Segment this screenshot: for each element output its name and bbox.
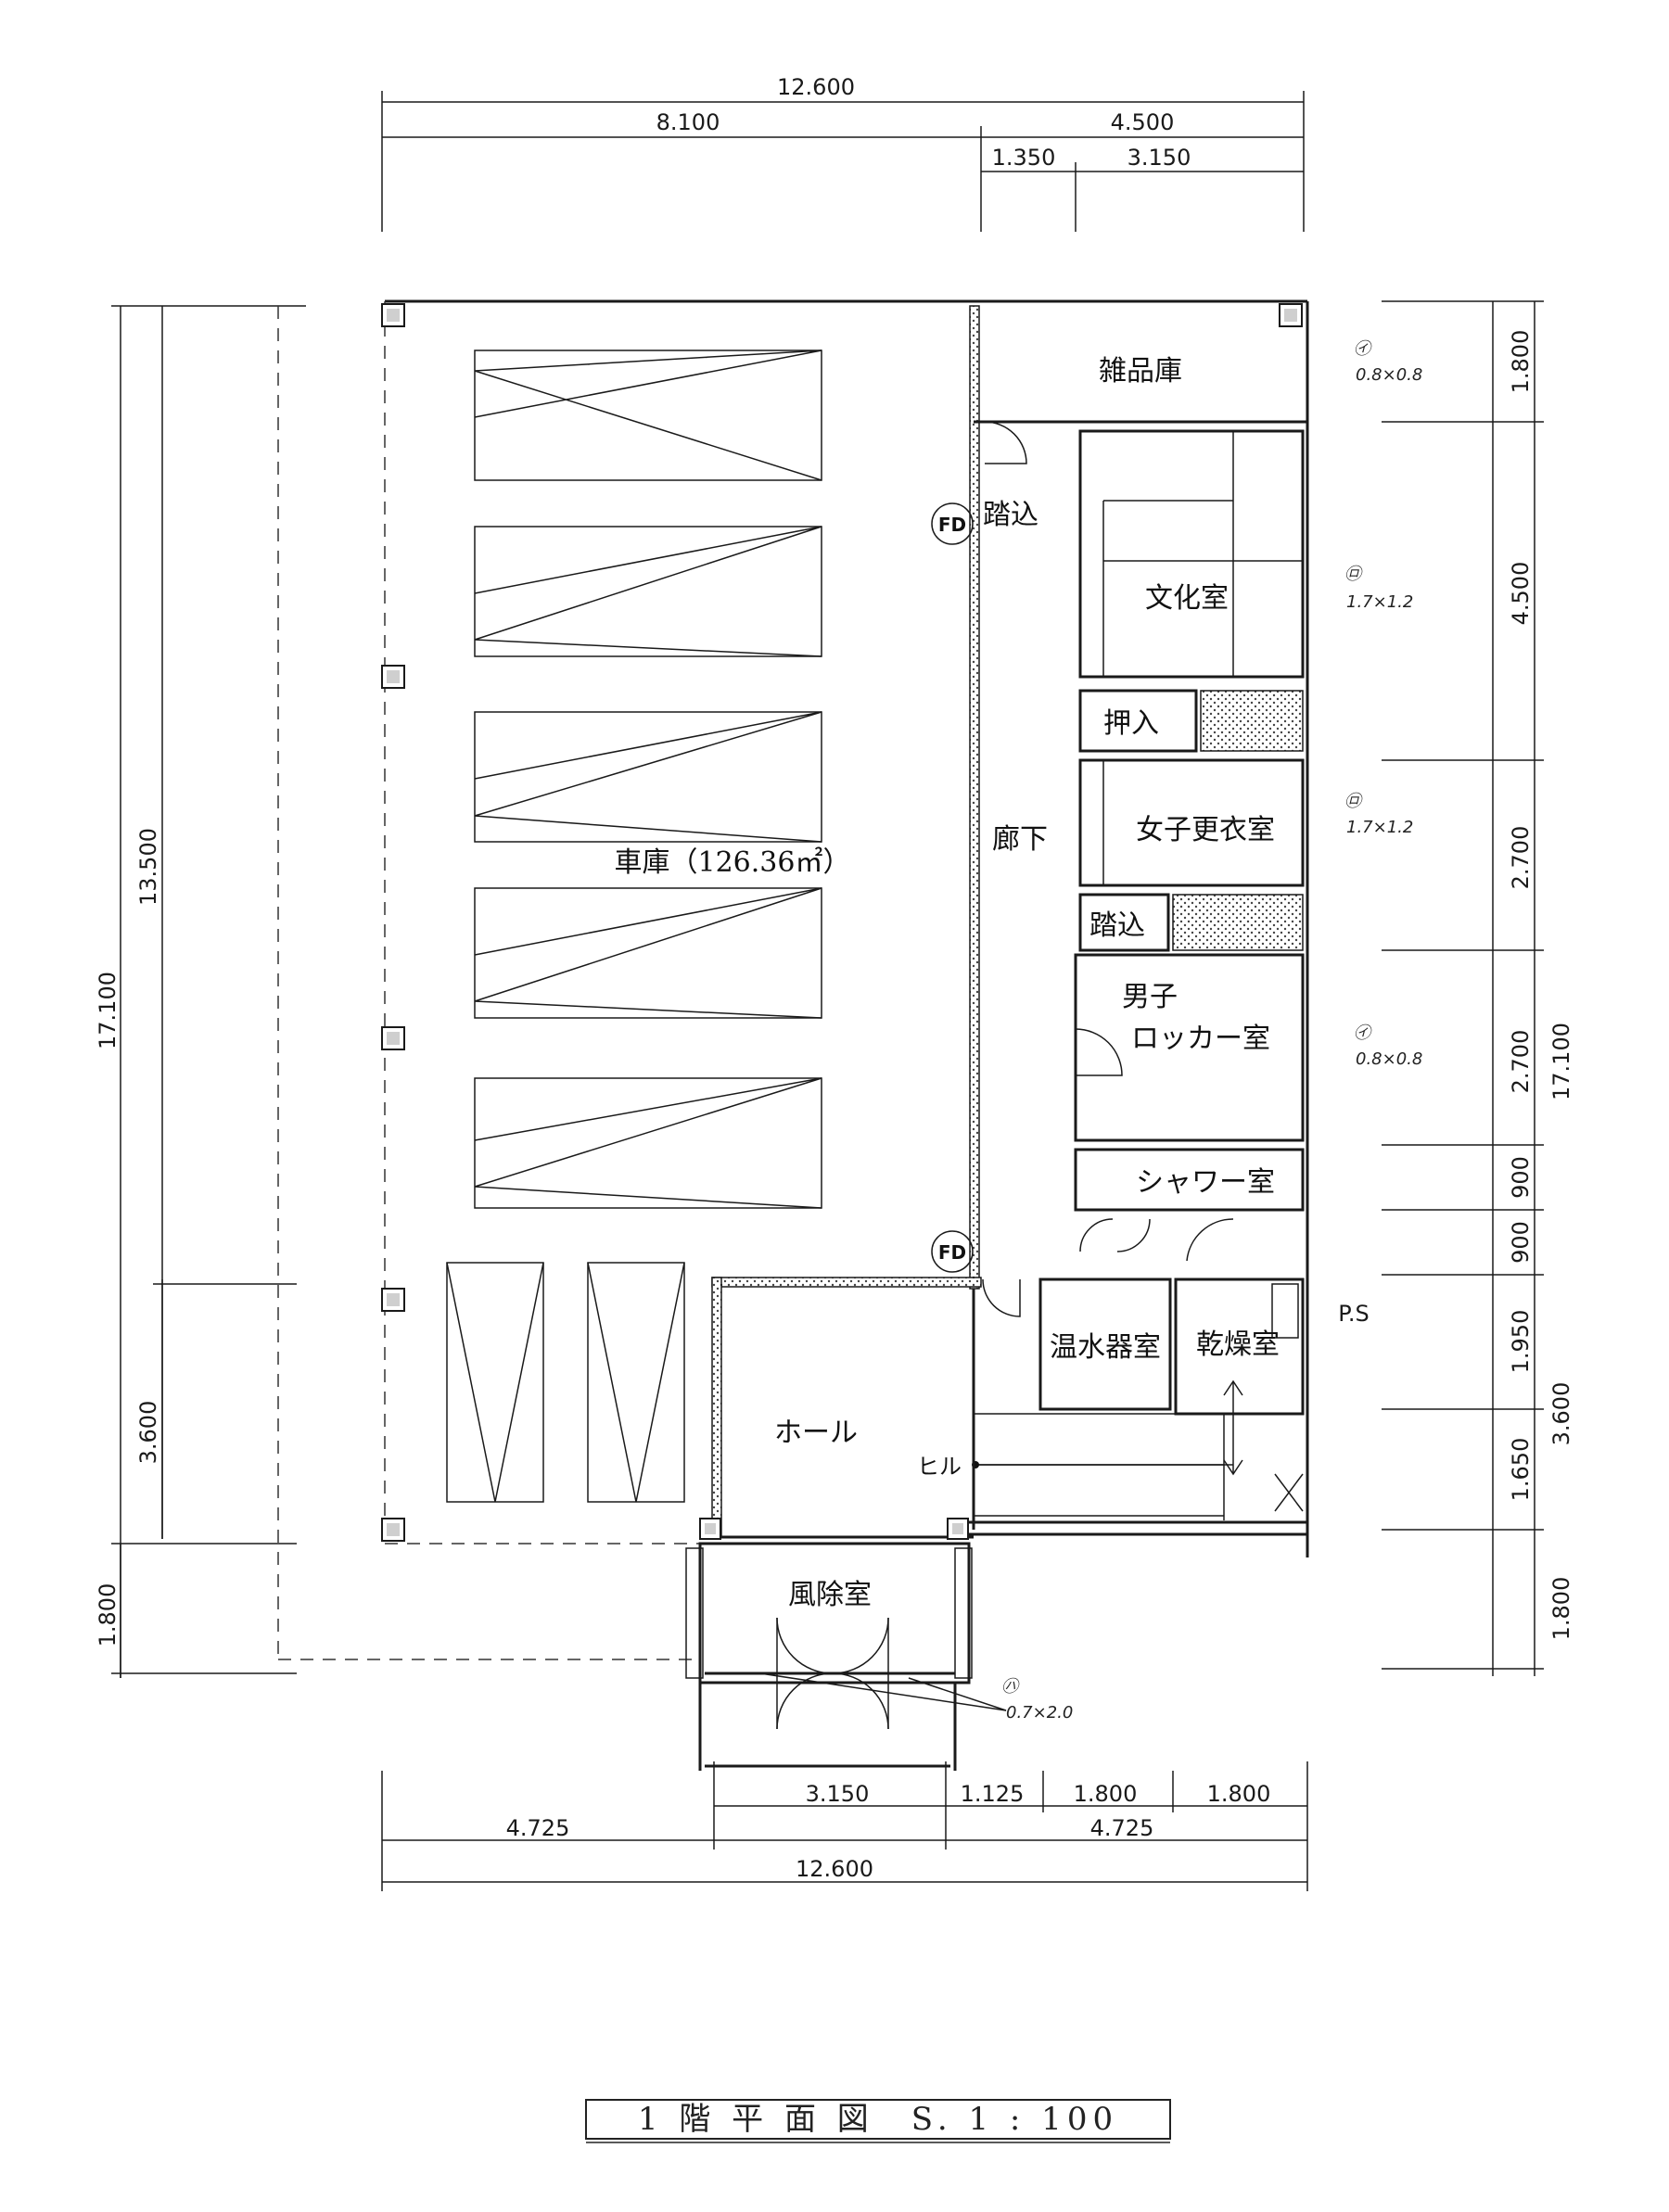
structural-column	[381, 1026, 405, 1050]
room-culture: 文化室	[1145, 582, 1229, 615]
parking-bay	[474, 350, 822, 481]
parking-bay	[474, 526, 822, 657]
structural-column	[381, 1518, 405, 1542]
room-water-heater: 温水器室	[1050, 1331, 1161, 1364]
parking-bay	[474, 887, 822, 1019]
dim-right-h: 1.650	[1508, 1438, 1534, 1502]
dim-top-left: 8.100	[656, 109, 720, 135]
parking-bay	[474, 711, 822, 843]
fire-door-label: FD	[938, 1241, 966, 1264]
room-entry-step: 踏込	[983, 499, 1038, 531]
room-mens-locker-line2: ロッカー室	[1131, 1023, 1270, 1055]
stairs: ヒル	[917, 1379, 1304, 1520]
fire-door-label: FD	[938, 514, 966, 536]
dim-left-a: 13.500	[135, 828, 161, 906]
window-notes: ㋑ 0.8×0.8 ㋺ 1.7×1.2 ㋺ 1.7×1.2 ㋑ 0.8×0.8 …	[1001, 339, 1422, 1723]
dim-right-e: 900	[1508, 1156, 1534, 1199]
room-womens-changing: 女子更衣室	[1136, 814, 1275, 846]
room-mens-locker-line1: 男子	[1122, 981, 1178, 1013]
room-garage: 車庫（126.36㎡）	[615, 846, 851, 879]
dim-top-sub-a: 1.350	[992, 145, 1056, 171]
window-mark: ㋑	[1354, 339, 1373, 359]
structural-column	[381, 665, 405, 689]
dim-top-right: 4.500	[1111, 109, 1175, 135]
room-hall: ホール	[774, 1417, 858, 1449]
parking-bay-vertical	[587, 1262, 685, 1503]
window-size-note: 1.7×1.2	[1346, 592, 1413, 612]
dim-left-c: 1.800	[95, 1583, 121, 1647]
drawing-title-block: 1 階 平 面 図 S. 1 : 100	[585, 2099, 1171, 2143]
dim-bottom-right: 4.725	[1090, 1815, 1154, 1841]
right-wing: 雑品庫 文化室 踏込 押入 女子更衣室 踏込 廊下 男子 ロッカー室 シャワー室	[917, 299, 1370, 1557]
dim-top-sub-b: 3.150	[1128, 145, 1191, 171]
structural-column	[381, 1288, 405, 1312]
dim-right-b: 4.500	[1508, 562, 1534, 626]
dim-right-bottom: 1.800	[1548, 1577, 1574, 1641]
right-dimensions: 1.800 4.500 2.700 2.700 900 900 1.950 1.…	[1382, 300, 1574, 1676]
vestibule-area: 風除室	[685, 1542, 1007, 1771]
structural-column	[1279, 303, 1303, 327]
dim-left-b: 3.600	[135, 1401, 161, 1465]
dim-bottom-left: 4.725	[506, 1815, 570, 1841]
room-drying: 乾燥室	[1196, 1328, 1280, 1361]
label-ps: P.S	[1338, 1301, 1370, 1327]
parking-bay-vertical	[446, 1262, 544, 1503]
garage-area: 車庫（126.36㎡）	[381, 299, 1303, 1545]
dim-right-d: 2.700	[1508, 1030, 1534, 1094]
dim-bottom-c: 1.800	[1074, 1781, 1138, 1807]
structural-column	[947, 1518, 969, 1540]
dim-top-total: 12.600	[777, 74, 855, 100]
door-mark: ㋩	[1001, 1677, 1021, 1697]
hall-area: ホール	[699, 1289, 975, 1540]
structural-column	[699, 1518, 721, 1540]
dim-bottom-d: 1.800	[1207, 1781, 1271, 1807]
room-entry-step-2: 踏込	[1089, 909, 1145, 942]
parking-bay	[474, 1077, 822, 1209]
left-dimensions: 17.100 13.500 3.600 1.800	[95, 305, 695, 1678]
dim-bottom-total: 12.600	[796, 1856, 873, 1882]
window-size-note: 1.7×1.2	[1346, 818, 1413, 837]
drawing-title: 1 階 平 面 図 S. 1 : 100	[638, 2101, 1118, 2138]
fire-wall: FD FD	[711, 305, 982, 1538]
structural-column	[381, 303, 405, 327]
dim-right-sub: 3.600	[1548, 1382, 1574, 1446]
room-storage: 雑品庫	[1099, 355, 1182, 388]
window-mark: ㋑	[1354, 1023, 1373, 1043]
door-size-note: 0.7×2.0	[1006, 1703, 1073, 1723]
room-vestibule: 風除室	[788, 1579, 872, 1611]
window-size-note: 0.8×0.8	[1356, 365, 1422, 385]
dim-right-a: 1.800	[1508, 330, 1534, 394]
window-mark: ㋺	[1344, 792, 1364, 811]
dim-bottom-b: 1.125	[961, 1781, 1025, 1807]
dim-right-f: 900	[1508, 1221, 1534, 1264]
bottom-dimensions: 3.150 1.125 1.800 1.800 4.725 4.725 12.6…	[381, 1761, 1308, 1891]
window-size-note: 0.8×0.8	[1356, 1049, 1422, 1069]
room-corridor: 廊下	[992, 823, 1048, 856]
dim-bottom-a: 3.150	[806, 1781, 870, 1807]
room-shower: シャワー室	[1136, 1166, 1275, 1199]
label-step: ヒル	[917, 1454, 962, 1480]
room-closet: 押入	[1103, 707, 1159, 740]
dim-right-c: 2.700	[1508, 826, 1534, 890]
dim-left-total: 17.100	[95, 972, 121, 1049]
dim-right-g: 1.950	[1508, 1310, 1534, 1374]
top-dimensions: 12.600 8.100 4.500 1.350 3.150	[381, 74, 1305, 232]
dim-right-total: 17.100	[1548, 1023, 1574, 1100]
window-mark: ㋺	[1344, 565, 1364, 584]
